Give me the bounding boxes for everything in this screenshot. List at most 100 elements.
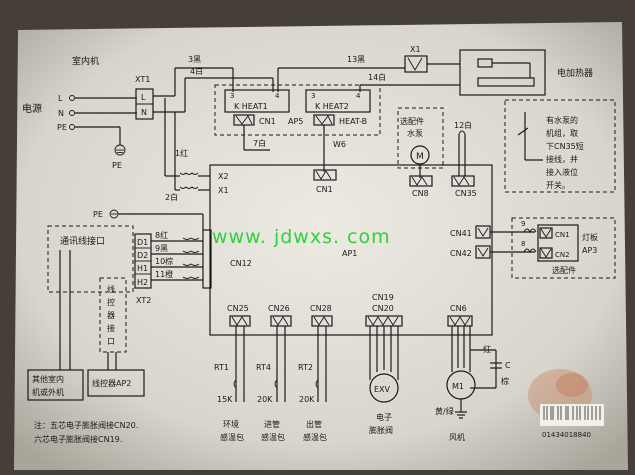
heat-board-frame xyxy=(214,84,381,136)
power-n: N xyxy=(58,109,64,118)
svg-text:开关。: 开关。 xyxy=(546,180,570,190)
footnote-line2: 六芯电子膨胀阀接CN19. xyxy=(34,434,122,444)
svg-text:机或外机: 机或外机 xyxy=(32,387,64,397)
svg-text:CN20: CN20 xyxy=(372,304,394,313)
svg-text:感温包: 感温包 xyxy=(220,432,244,442)
sensor-rt1: RT1 15K 环境 感温包 xyxy=(214,326,245,442)
svg-text:RT2: RT2 xyxy=(298,363,313,372)
svg-text:膨胀阀: 膨胀阀 xyxy=(369,425,393,435)
svg-text:CN25: CN25 xyxy=(227,304,249,313)
footnote-line1: 注：五芯电子膨胀阀接CN20. xyxy=(34,420,138,430)
svg-text:10棕: 10棕 xyxy=(155,256,173,266)
svg-text:通讯线接口: 通讯线接口 xyxy=(60,235,105,247)
watermark: www. jdwxs. com xyxy=(212,226,391,248)
svg-text:9: 9 xyxy=(521,220,525,228)
svg-text:接线，并: 接线，并 xyxy=(546,154,578,164)
k-heat2-relay xyxy=(305,89,371,113)
sticker-sheet xyxy=(14,22,628,470)
svg-text:K HEAT2: K HEAT2 xyxy=(315,102,349,111)
serial-label xyxy=(540,404,604,426)
wired-controller-port xyxy=(99,277,127,353)
light-board-frame xyxy=(511,217,616,279)
svg-text:4: 4 xyxy=(356,92,361,100)
comm-interface-frame xyxy=(47,225,134,293)
svg-text:下CN35短: 下CN35短 xyxy=(546,141,584,151)
svg-text:12白: 12白 xyxy=(454,120,472,130)
svg-text:15K: 15K xyxy=(217,395,233,404)
svg-text:XT2: XT2 xyxy=(136,296,151,305)
svg-text:7白: 7白 xyxy=(253,138,266,148)
svg-text:感温包: 感温包 xyxy=(261,432,285,442)
wired-controller-box xyxy=(87,369,145,397)
serial-number: 01434018840 xyxy=(542,431,591,439)
svg-text:接: 接 xyxy=(107,323,115,333)
svg-text:红: 红 xyxy=(483,344,491,354)
xt1-label: XT1 xyxy=(135,75,150,84)
heater-label: 电加热器 xyxy=(557,67,593,79)
svg-text:X1: X1 xyxy=(410,45,421,54)
svg-text:口: 口 xyxy=(107,337,115,346)
svg-text:3: 3 xyxy=(230,92,234,100)
svg-text:M1: M1 xyxy=(452,382,464,391)
sensor-rt2: RT2 20K 出管 感温包 xyxy=(298,326,327,442)
svg-text:14白: 14白 xyxy=(368,72,386,82)
svg-text:CN2: CN2 xyxy=(555,251,570,259)
svg-text:K HEAT1: K HEAT1 xyxy=(234,102,268,111)
water-pump-note-frame xyxy=(504,99,616,193)
svg-text:11橙: 11橙 xyxy=(155,269,173,279)
svg-text:进管: 进管 xyxy=(264,419,280,429)
svg-text:X2: X2 xyxy=(218,172,229,181)
svg-text:2白: 2白 xyxy=(165,192,178,202)
power-l: L xyxy=(58,94,63,103)
svg-text:线控器AP2: 线控器AP2 xyxy=(92,378,131,388)
svg-text:CN1: CN1 xyxy=(259,117,276,126)
svg-text:电子: 电子 xyxy=(376,412,392,422)
svg-text:1红: 1红 xyxy=(175,148,188,158)
sensor-rt4: RT4 20K 进管 感温包 xyxy=(256,326,286,442)
light-board-ap3 xyxy=(537,224,579,262)
svg-text:CN12: CN12 xyxy=(230,259,252,268)
svg-text:HEAT-B: HEAT-B xyxy=(339,117,367,126)
svg-text:X1: X1 xyxy=(218,186,229,195)
svg-text:CN41: CN41 xyxy=(450,229,472,238)
svg-text:D1: D1 xyxy=(137,238,148,247)
svg-text:PE: PE xyxy=(112,161,122,170)
svg-text:20K: 20K xyxy=(299,395,315,404)
svg-text:器: 器 xyxy=(107,311,115,320)
svg-text:CN1: CN1 xyxy=(555,231,570,239)
svg-text:CN35: CN35 xyxy=(455,189,477,198)
svg-text:4白: 4白 xyxy=(190,66,203,76)
svg-text:H2: H2 xyxy=(137,278,148,287)
svg-text:H1: H1 xyxy=(137,264,148,273)
svg-text:CN8: CN8 xyxy=(412,189,429,198)
svg-text:W6: W6 xyxy=(333,140,346,149)
svg-text:CN28: CN28 xyxy=(310,304,332,313)
svg-text:机组，取: 机组，取 xyxy=(546,128,578,138)
svg-text:风机: 风机 xyxy=(449,432,465,442)
svg-text:环境: 环境 xyxy=(223,419,239,429)
svg-text:C: C xyxy=(505,361,511,370)
power-label: 电源 xyxy=(22,102,42,115)
svg-text:N: N xyxy=(141,108,147,117)
main-board-ap1 xyxy=(209,164,493,336)
svg-text:L: L xyxy=(141,93,146,102)
fan-motor: 红 C 棕 M1 黄/绿 风机 xyxy=(435,326,511,442)
svg-text:3: 3 xyxy=(311,92,315,100)
svg-text:CN19: CN19 xyxy=(372,293,394,302)
svg-text:灯板: 灯板 xyxy=(582,232,598,242)
svg-text:其他室内: 其他室内 xyxy=(32,374,64,384)
svg-text:CN6: CN6 xyxy=(450,304,467,313)
svg-text:棕: 棕 xyxy=(501,376,509,386)
svg-text:3黑: 3黑 xyxy=(188,55,201,64)
svg-text:EXV: EXV xyxy=(374,385,391,394)
svg-text:8: 8 xyxy=(521,240,525,248)
svg-text:感温包: 感温包 xyxy=(303,432,327,442)
svg-text:8红: 8红 xyxy=(155,230,168,240)
svg-text:4: 4 xyxy=(275,92,280,100)
svg-text:控: 控 xyxy=(107,297,115,307)
svg-text:黄/绿: 黄/绿 xyxy=(435,406,454,416)
svg-text:AP3: AP3 xyxy=(582,246,597,255)
svg-text:AP5: AP5 xyxy=(288,117,303,126)
svg-text:D2: D2 xyxy=(137,251,148,260)
svg-text:9黑: 9黑 xyxy=(155,244,168,253)
